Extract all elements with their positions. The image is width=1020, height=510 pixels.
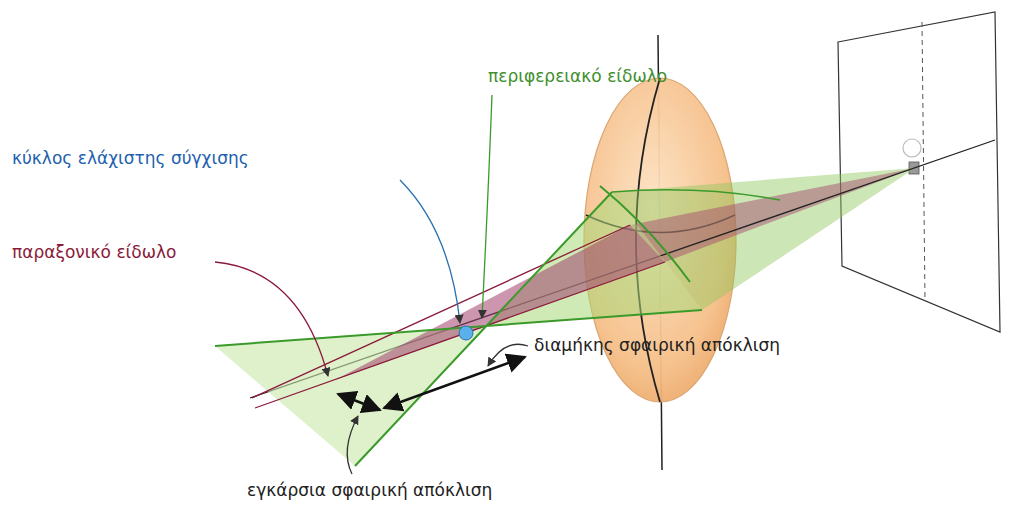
leader-line [488, 344, 528, 366]
screen-axis [922, 22, 925, 300]
callout-label: διαμήκης σφαιρική απόκλιση [534, 335, 780, 355]
transverse-arrow [338, 394, 380, 410]
marginal-ray [355, 192, 612, 466]
paraxial-beam [335, 225, 665, 380]
screen-plane [838, 12, 1000, 332]
lens-edge-ray [612, 190, 780, 200]
leader-line [482, 95, 492, 318]
leader-line [347, 416, 358, 474]
caustic-curve [600, 186, 690, 282]
least-confusion-dot [459, 326, 473, 340]
callout-label: εγκάρσια σφαιρική απόκλιση [247, 480, 492, 500]
callout-label: περιφερειακό είδωλο [488, 66, 667, 86]
bulb-symbol [903, 139, 921, 157]
callout-label: παραξονικό είδωλο [12, 242, 176, 262]
leader-line [400, 180, 460, 323]
callout-label: κύκλος ελάχιστης σύγχισης [12, 148, 249, 168]
leader-line [215, 262, 328, 376]
longitudinal-arrow [384, 357, 525, 408]
paraxial-ray [252, 225, 630, 398]
